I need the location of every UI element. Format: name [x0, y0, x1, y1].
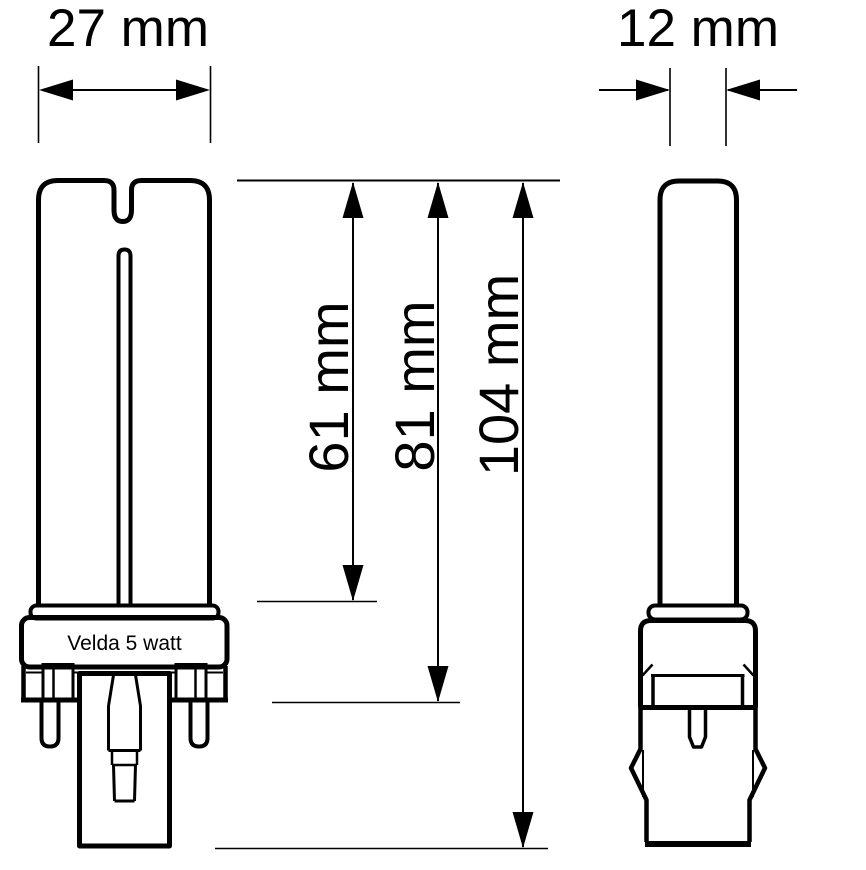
- side-center-pin: [687, 707, 708, 749]
- dim-front-width: 27 mm: [37, 0, 212, 143]
- dim-side-width: 12 mm: [599, 0, 797, 146]
- dim-tube-length-label: 61 mm: [297, 301, 360, 472]
- dim-total-length-arrowhead-bottom: [512, 812, 534, 848]
- front-pin-holder-left: [41, 663, 75, 702]
- front-tube-outline: [36, 178, 212, 605]
- dim-front-width-arrowhead-right: [176, 79, 210, 101]
- dim-total-length: 104 mm: [215, 182, 548, 850]
- dim-total-length-arrowhead-top: [512, 182, 534, 218]
- dim-front-width-arrowhead-left: [39, 79, 73, 101]
- side-view: [628, 178, 768, 847]
- front-base-block: [19, 615, 230, 670]
- side-base-block: [638, 618, 758, 708]
- dim-side-width-label: 12 mm: [617, 0, 779, 58]
- front-stem: [77, 671, 172, 849]
- dim-base-length-arrowhead-bottom: [427, 666, 449, 702]
- front-slot-left-wall: [107, 674, 115, 751]
- dim-base-length-label: 81 mm: [383, 300, 446, 471]
- product-label: Velda 5 watt: [67, 632, 182, 655]
- side-collar: [646, 603, 750, 622]
- front-pin-left: [39, 700, 61, 749]
- front-tube-inner-fold: [116, 247, 133, 605]
- side-latch-right: [747, 707, 768, 842]
- dim-tube-length-arrowhead-bottom: [342, 565, 364, 601]
- front-pin-holder-right-body: [174, 663, 208, 702]
- dim-tube-length: 61 mm: [257, 182, 377, 603]
- front-pin-holder-right: [174, 663, 208, 702]
- side-latch-left: [628, 707, 649, 842]
- dim-tube-length-arrowhead-top: [342, 182, 364, 218]
- dim-side-width-arrowhead-right: [726, 79, 760, 101]
- side-tube-outline: [657, 178, 739, 605]
- dim-total-length-label: 104 mm: [467, 274, 530, 476]
- front-pin-right: [188, 700, 210, 749]
- dim-base-length-arrowhead-top: [427, 182, 449, 218]
- front-slot-insert-body: [112, 764, 137, 803]
- dim-base-length: 81 mm: [272, 182, 460, 704]
- front-slot-insert-top: [110, 750, 139, 767]
- dim-front-width-label: 27 mm: [47, 0, 209, 58]
- front-stem-slot: [107, 674, 142, 803]
- side-chamfer-left: [641, 663, 654, 677]
- dim-side-width-arrowhead-left: [636, 79, 670, 101]
- front-view: Velda 5 watt: [19, 178, 230, 849]
- front-pin-holder-left-body: [41, 663, 75, 702]
- front-slot-right-wall: [134, 674, 142, 751]
- side-chamfer-right: [742, 663, 755, 677]
